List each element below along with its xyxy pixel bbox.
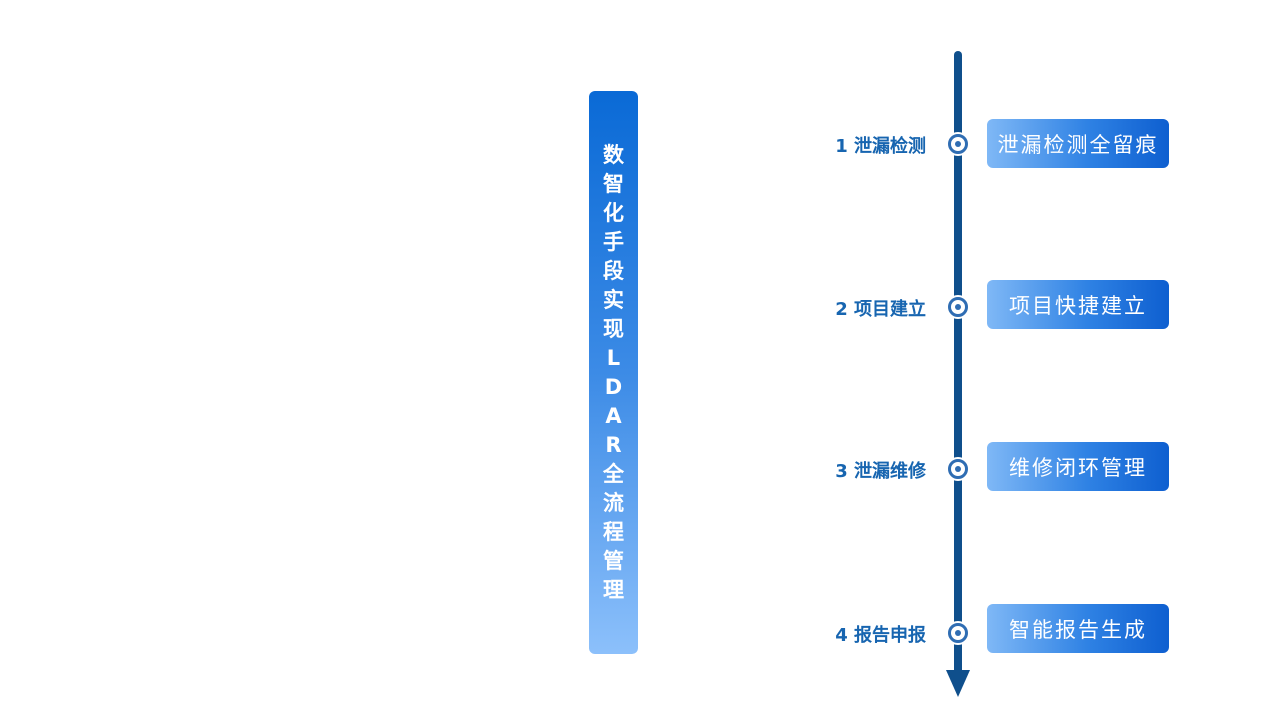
timeline-axis [954, 51, 962, 671]
step-box-2: 项目快捷建立 [987, 280, 1169, 329]
vertical-title-bar: 数 智 化 手 段 实 现 L D A R 全 流 程 管 理 [589, 91, 638, 654]
title-char: 现 [603, 316, 624, 341]
step-label-1: 1 泄漏检测 [835, 136, 926, 157]
timeline-node-icon [946, 457, 970, 481]
title-char: 化 [603, 200, 624, 225]
title-char: 流 [603, 490, 624, 515]
title-char: 智 [603, 171, 624, 196]
step-label-4: 4 报告申报 [835, 625, 926, 646]
title-char: R [605, 432, 622, 457]
arrow-down-icon [946, 670, 970, 697]
vertical-title-text: 数 智 化 手 段 实 现 L D A R 全 流 程 管 理 [603, 141, 624, 605]
step-box-4: 智能报告生成 [987, 604, 1169, 653]
title-char: 段 [603, 258, 624, 283]
step-label-3: 3 泄漏维修 [835, 461, 926, 482]
title-char: A [605, 403, 622, 428]
title-char: L [606, 345, 621, 370]
title-char: 程 [603, 519, 624, 544]
step-box-1: 泄漏检测全留痕 [987, 119, 1169, 168]
title-char: 管 [603, 548, 624, 573]
title-char: 手 [603, 229, 624, 254]
timeline-node-icon [946, 295, 970, 319]
timeline-node-icon [946, 621, 970, 645]
step-label-2: 2 项目建立 [835, 299, 926, 320]
step-box-3: 维修闭环管理 [987, 442, 1169, 491]
title-char: 数 [603, 142, 624, 167]
title-char: 理 [603, 577, 624, 602]
timeline-node-icon [946, 132, 970, 156]
title-char: 实 [603, 287, 624, 312]
title-char: D [604, 374, 623, 399]
title-char: 全 [603, 461, 624, 486]
